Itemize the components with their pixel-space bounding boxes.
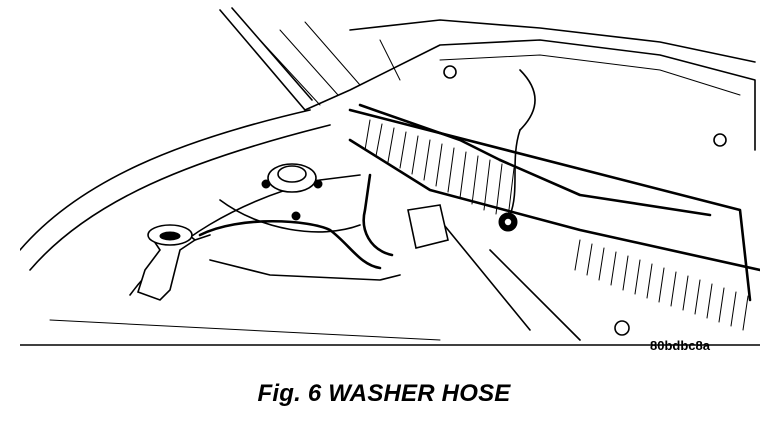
engine-compartment-illustration — [20, 7, 760, 346]
hose-connector — [498, 212, 518, 232]
hood — [219, 7, 756, 151]
fender — [20, 109, 760, 346]
figure-caption: Fig. 6 WASHER HOSE — [257, 380, 511, 407]
washer-reservoir — [137, 224, 211, 301]
strut-tower — [209, 163, 401, 281]
washer-hose — [198, 69, 712, 270]
figure-reference-code: 80bdbc8a — [650, 338, 710, 353]
cowl-panel — [348, 108, 760, 341]
